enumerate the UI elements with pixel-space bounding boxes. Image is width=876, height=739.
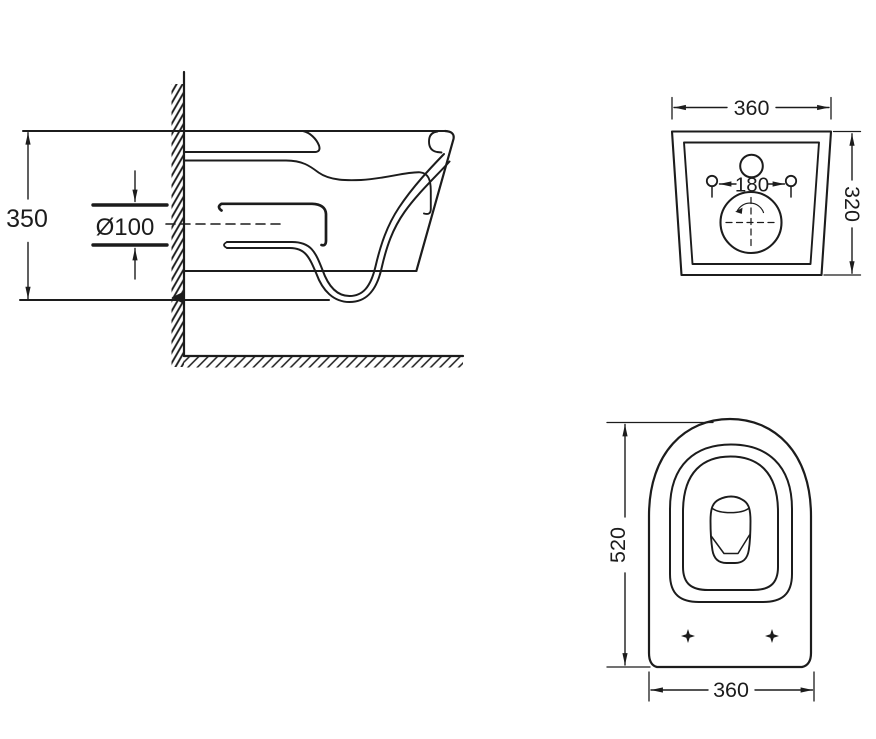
trap-inner-line bbox=[226, 160, 451, 303]
wall-hatch bbox=[171, 84, 184, 367]
sump-outline bbox=[709, 495, 752, 564]
drain-outlet-hole bbox=[719, 190, 783, 255]
dim-top-depth: 520 bbox=[606, 421, 714, 668]
rear-height-label: 320 bbox=[840, 186, 864, 222]
bolt-hole-left bbox=[705, 174, 719, 188]
sump-top-arc bbox=[711, 507, 750, 514]
floor-hatch bbox=[184, 356, 463, 368]
bolt-spacing-label: 180 bbox=[735, 173, 769, 196]
dim-side-height: 350 bbox=[6, 132, 48, 300]
drain-center-arc bbox=[736, 202, 765, 214]
top-outer-outline bbox=[647, 417, 813, 669]
bolt-cap-left bbox=[681, 629, 695, 643]
dim-pipe-diameter: Ø100 bbox=[91, 170, 169, 280]
bolt-cap-right bbox=[765, 629, 779, 643]
dim-rear-height: 320 bbox=[823, 130, 864, 276]
rear-width-label: 360 bbox=[734, 96, 770, 120]
top-depth-label: 520 bbox=[606, 527, 630, 563]
toilet-section-outline bbox=[19, 129, 455, 303]
dim-rear-width: 360 bbox=[671, 96, 832, 120]
rim-inner-edge bbox=[682, 455, 779, 591]
bolt-hole-right bbox=[784, 174, 798, 188]
dim-top-width: 360 bbox=[648, 671, 815, 702]
rear-inner-panel bbox=[683, 141, 820, 265]
drain-arc-arrowhead bbox=[735, 207, 743, 214]
outlet-end-cap bbox=[223, 241, 228, 249]
flush-channel bbox=[217, 202, 328, 247]
trap-outer-line bbox=[226, 153, 445, 297]
side-section-view: 350 Ø100 bbox=[6, 70, 465, 368]
rim-outer-edge bbox=[669, 443, 793, 603]
rear-outer-body bbox=[670, 130, 833, 277]
rear-view: 360 180 320 bbox=[670, 96, 864, 277]
side-height-label: 350 bbox=[6, 205, 48, 233]
water-inlet-hole bbox=[739, 153, 764, 179]
top-width-label: 360 bbox=[713, 678, 749, 702]
dim-bolt-spacing: 180 bbox=[718, 173, 786, 196]
top-view: 520 360 bbox=[606, 417, 815, 702]
front-edge bbox=[415, 129, 455, 272]
rim-front-hook bbox=[428, 130, 443, 154]
inner-rim-curve bbox=[183, 159, 432, 215]
sump-bottom-lines bbox=[710, 534, 751, 555]
pipe-diameter-label: Ø100 bbox=[96, 214, 155, 241]
lid-front-bend bbox=[302, 130, 321, 153]
